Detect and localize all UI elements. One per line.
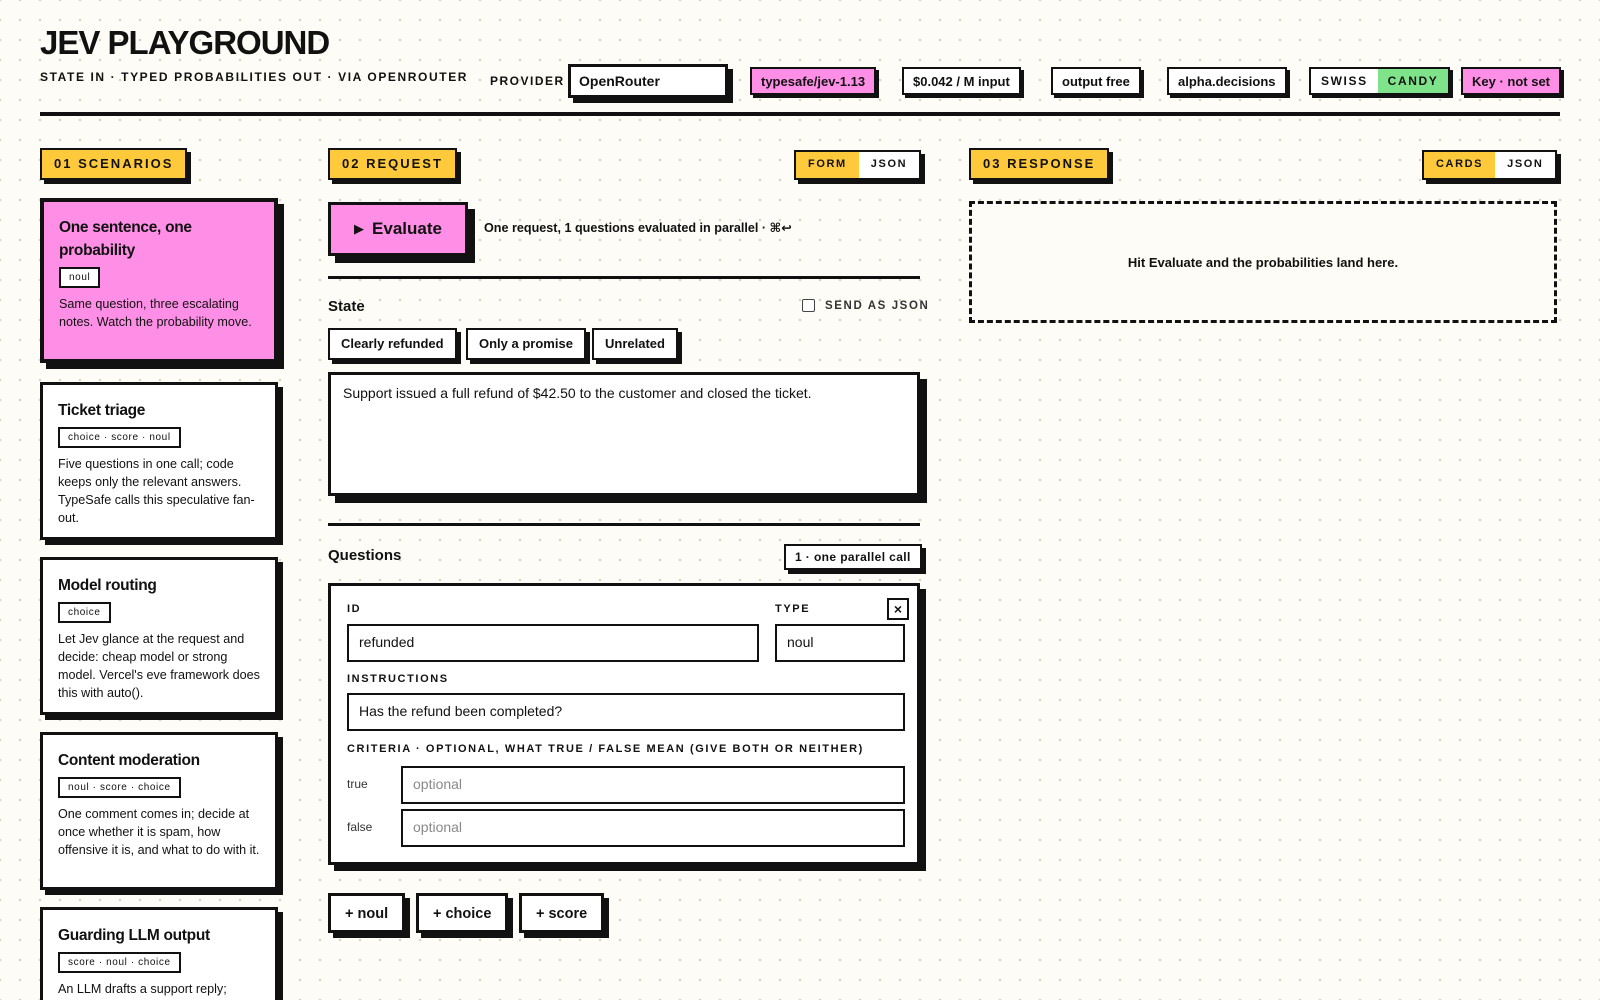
price-chip: $0.042 / M input [902, 67, 1021, 95]
scenario-title: Ticket triage [58, 402, 146, 419]
questions-label: Questions [328, 547, 402, 564]
request-view-toggle[interactable]: FORM JSON [794, 150, 922, 180]
scenario-tags: noul · score · choice [58, 777, 181, 798]
evaluate-button[interactable]: ▶ Evaluate [328, 202, 468, 256]
response-section-label: 03 RESPONSE [969, 148, 1110, 180]
tab-json[interactable]: JSON [1507, 158, 1544, 170]
app-title: JEV PLAYGROUND [40, 24, 330, 61]
scenario-description: Let Jev glance at the request and decide… [58, 632, 260, 700]
scenario-card[interactable]: Ticket triage choice · score · noul Five… [40, 382, 278, 540]
question-id-input[interactable]: refunded [347, 624, 759, 662]
scenario-title: One sentence, one probability [59, 219, 192, 259]
instructions-input[interactable]: Has the refund been completed? [347, 693, 905, 731]
scenario-title: Model routing [58, 577, 157, 594]
send-as-json-toggle[interactable]: SEND AS JSON [802, 299, 929, 312]
provider-select[interactable]: OpenRouter [568, 64, 728, 98]
scenario-description: Five questions in one call; code keeps o… [58, 457, 255, 525]
send-as-json-checkbox[interactable] [802, 299, 815, 312]
add-choice-button[interactable]: + choice [416, 893, 509, 933]
evaluate-note: One request, 1 questions evaluated in pa… [484, 221, 792, 235]
question-type-select[interactable]: noul [775, 624, 905, 662]
scenario-card[interactable]: One sentence, one probability noul Same … [40, 198, 278, 363]
section-divider [328, 523, 920, 526]
scenario-tags: score · noul · choice [58, 952, 181, 973]
response-empty-text: Hit Evaluate and the probabilities land … [1127, 254, 1399, 270]
response-empty-state: Hit Evaluate and the probabilities land … [969, 201, 1557, 323]
preset-only-a-promise[interactable]: Only a promise [466, 328, 586, 360]
criteria-false-label: false [347, 820, 373, 834]
questions-count-badge: 1 · one parallel call [784, 544, 922, 570]
tab-cards[interactable]: CARDS [1424, 152, 1496, 178]
model-chip[interactable]: typesafe/jev-1.13 [750, 67, 877, 95]
theme-toggle[interactable]: SWISS CANDY [1309, 67, 1451, 95]
tab-form[interactable]: FORM [796, 152, 859, 178]
instructions-label: INSTRUCTIONS [347, 673, 449, 685]
output-price-chip: output free [1051, 67, 1141, 95]
api-key-chip[interactable]: Key · not set [1461, 67, 1562, 95]
scenario-description: Same question, three escalating notes. W… [59, 297, 252, 329]
scenario-description: An LLM drafts a support reply; [58, 982, 227, 996]
preset-unrelated[interactable]: Unrelated [592, 328, 678, 360]
criteria-false-input[interactable]: optional [401, 809, 905, 847]
state-label: State [328, 298, 365, 315]
preset-clearly-refunded[interactable]: Clearly refunded [328, 328, 457, 360]
add-score-button[interactable]: + score [519, 893, 605, 933]
close-icon[interactable]: × [887, 598, 909, 620]
scenario-tags: choice [58, 602, 111, 623]
theme-candy-option[interactable]: CANDY [1377, 69, 1449, 93]
criteria-true-input[interactable]: optional [401, 766, 905, 804]
add-noul-button[interactable]: + noul [328, 893, 406, 933]
scenario-tags: choice · score · noul [58, 427, 181, 448]
scenario-card[interactable]: Content moderation noul · score · choice… [40, 732, 278, 890]
scenarios-section-label: 01 SCENARIOS [40, 148, 188, 180]
id-label: ID [347, 603, 362, 615]
provider-label: PROVIDER [490, 74, 565, 88]
question-card: ID refunded TYPE noul × INSTRUCTIONS Has… [328, 583, 920, 865]
evaluate-label: Evaluate [372, 219, 442, 238]
scenario-title: Content moderation [58, 752, 200, 769]
scenario-tags: noul [59, 267, 101, 288]
criteria-true-label: true [347, 777, 368, 791]
criteria-label: CRITERIA · OPTIONAL, WHAT TRUE / FALSE M… [347, 743, 864, 755]
request-section-label: 02 REQUEST [328, 148, 457, 180]
decisions-chip[interactable]: alpha.decisions [1167, 67, 1287, 95]
header-divider [40, 112, 1560, 116]
scenario-card[interactable]: Guarding LLM output score · noul · choic… [40, 907, 278, 1000]
send-as-json-label: SEND AS JSON [825, 299, 930, 312]
play-icon: ▶ [354, 221, 365, 236]
scenario-description: One comment comes in; decide at once whe… [58, 807, 260, 857]
section-divider [328, 276, 920, 279]
tab-json[interactable]: JSON [870, 158, 908, 170]
state-textarea[interactable]: Support issued a full refund of $42.50 t… [328, 372, 920, 496]
app-subtitle: STATE IN · TYPED PROBABILITIES OUT · VIA… [40, 70, 469, 84]
response-view-toggle[interactable]: CARDS JSON [1422, 150, 1558, 180]
scenario-card[interactable]: Model routing choice Let Jev glance at t… [40, 557, 278, 715]
type-label: TYPE [775, 603, 811, 615]
theme-swiss-option[interactable]: SWISS [1321, 74, 1368, 88]
scenario-title: Guarding LLM output [58, 927, 210, 944]
